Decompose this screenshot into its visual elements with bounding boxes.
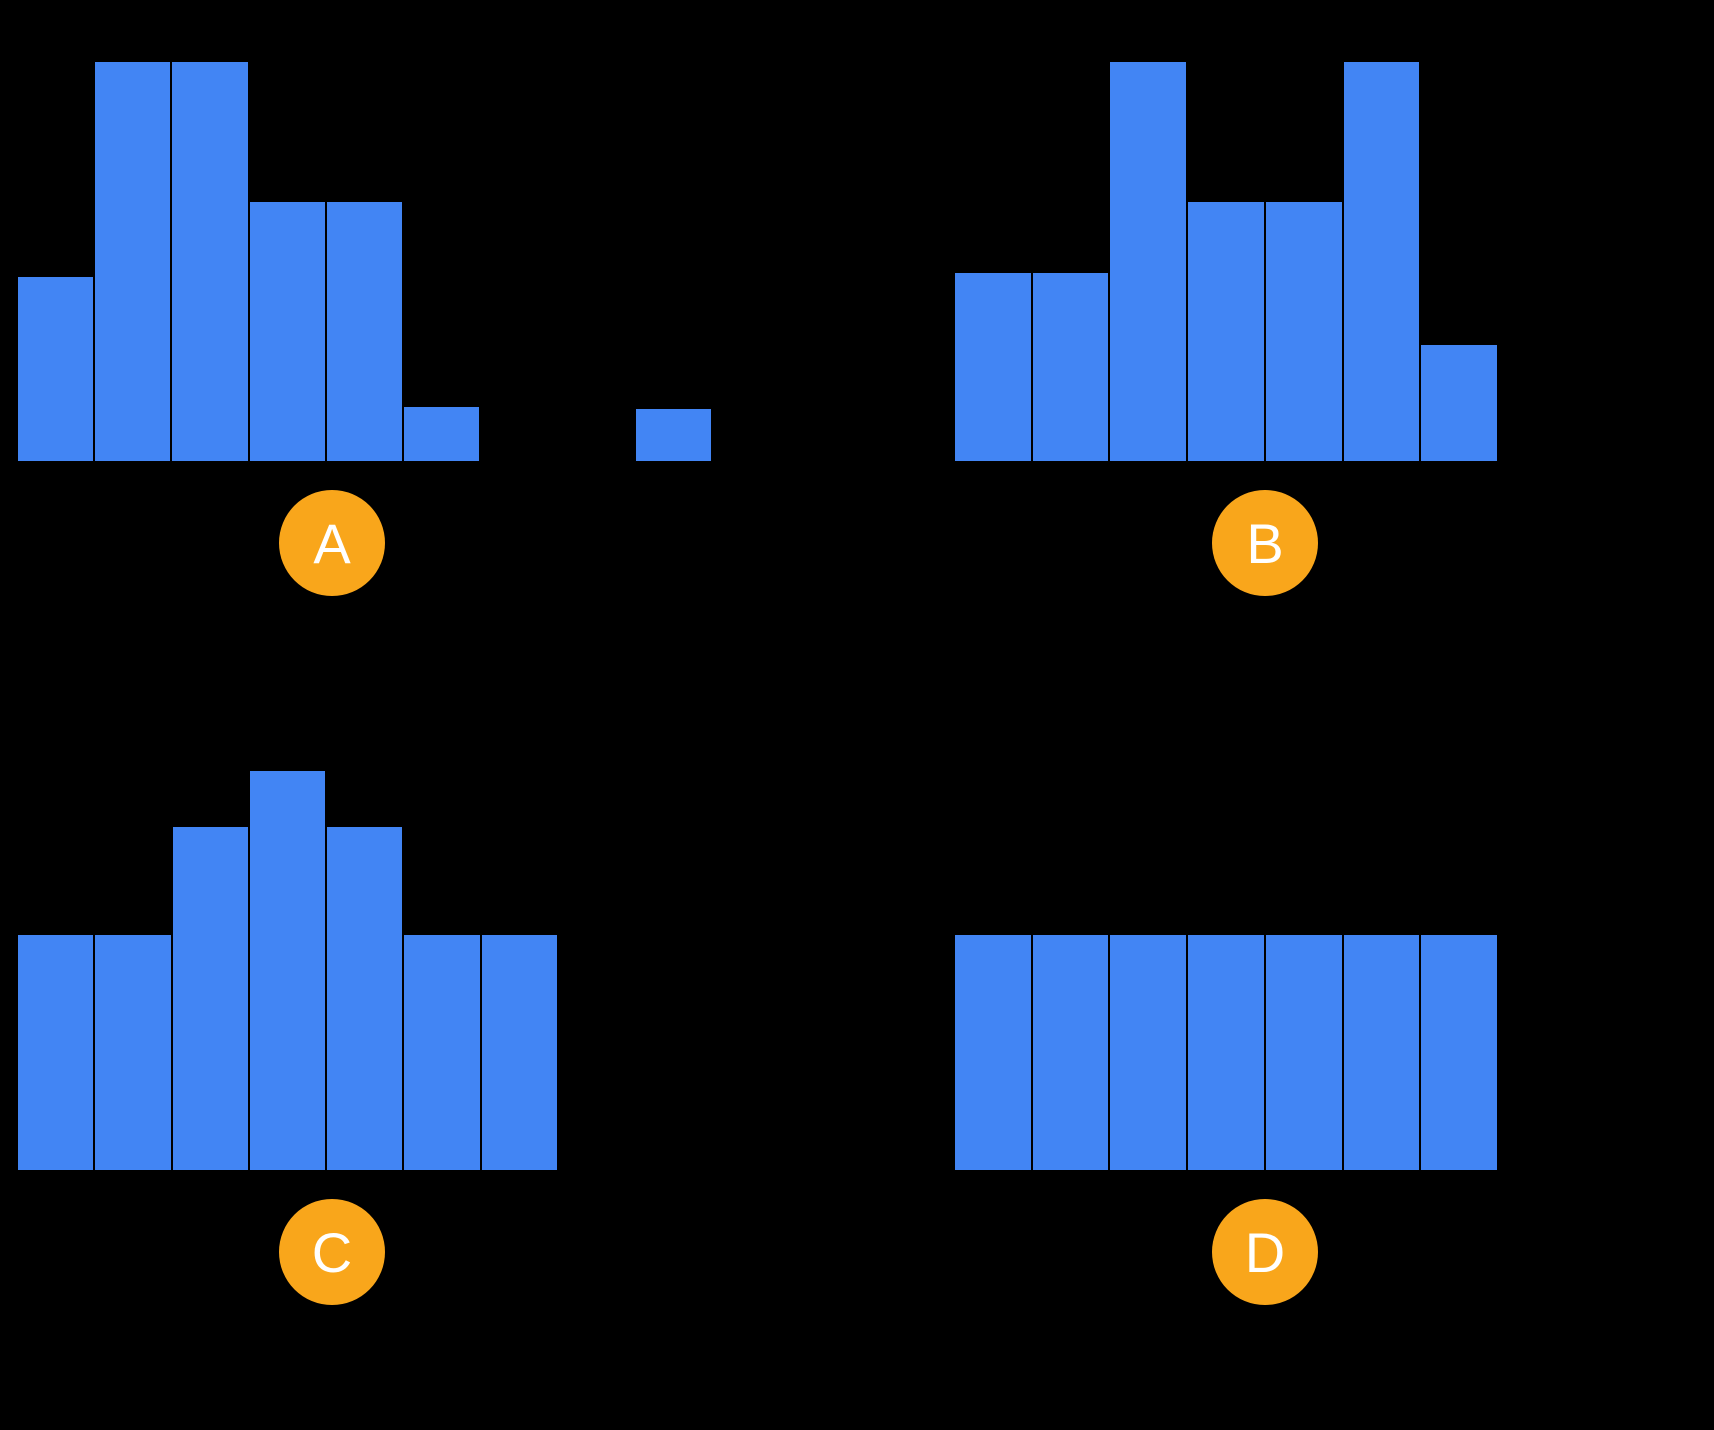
histogram-bar: [1108, 62, 1187, 461]
choice-badge-a-label: A: [313, 511, 351, 575]
choice-badge-b-label: B: [1246, 511, 1284, 575]
choice-badge-d-label: D: [1244, 1220, 1286, 1284]
histogram-plot-b: [955, 62, 1498, 461]
histogram-bar: [247, 201, 325, 461]
histogram-bar: [633, 409, 711, 461]
histogram-bar: [955, 934, 1031, 1170]
histogram-bar: [1341, 62, 1420, 461]
choice-badge-c-label: C: [311, 1220, 353, 1284]
histogram-bar: [955, 273, 1031, 461]
choice-badge-a[interactable]: A: [279, 490, 385, 596]
histogram-bar: [1419, 934, 1498, 1170]
histogram-bar: [402, 934, 480, 1170]
histogram-plot-a: [18, 62, 711, 461]
choice-badge-b[interactable]: B: [1212, 490, 1318, 596]
histogram-bar: [93, 62, 171, 461]
histogram-bar: [325, 826, 403, 1170]
histogram-bar: [170, 826, 248, 1170]
histogram-bar: [324, 201, 403, 461]
histogram-bar: [479, 934, 557, 1170]
histogram-bar: [170, 62, 248, 461]
histogram-bar: [1263, 934, 1342, 1170]
choice-badge-d[interactable]: D: [1212, 1199, 1318, 1305]
histogram-bar: [402, 407, 480, 461]
histogram-plot-c: [18, 771, 557, 1170]
histogram-bar: [1186, 934, 1264, 1170]
histogram-bar: [1419, 345, 1498, 461]
histogram-bar: [1030, 934, 1109, 1170]
histogram-bar: [1341, 934, 1420, 1170]
choice-badge-c[interactable]: C: [279, 1199, 385, 1305]
histogram-bar: [1108, 934, 1187, 1170]
histogram-bar: [18, 934, 94, 1170]
histogram-bar: [1186, 201, 1264, 461]
histogram-bar: [93, 934, 171, 1170]
histogram-bar: [247, 771, 326, 1170]
histogram-bar: [18, 277, 94, 461]
histogram-plot-d: [955, 771, 1498, 1170]
histogram-bar: [1030, 273, 1109, 461]
histogram-bar: [1263, 201, 1342, 461]
